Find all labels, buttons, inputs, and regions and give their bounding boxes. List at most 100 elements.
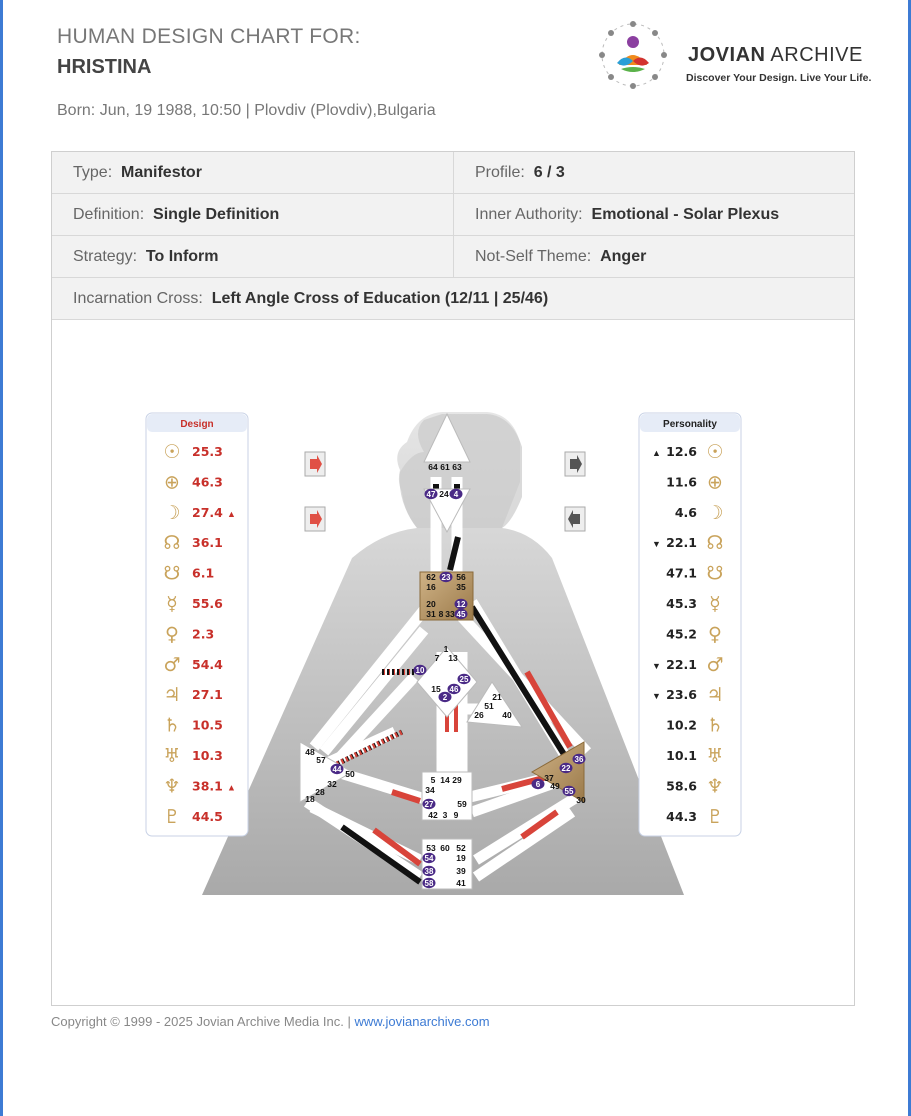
north-node-icon: ☊ (707, 532, 724, 554)
planet-value: 22.1 (666, 657, 697, 672)
gate-number: 3 (443, 810, 448, 820)
ego-center (466, 681, 523, 728)
active-gate-marker (454, 598, 468, 610)
moon-icon: ☽ (163, 502, 180, 524)
personality-row: 47.1☋ (666, 563, 723, 585)
gate-number: 50 (345, 769, 355, 779)
gate-number: 33 (445, 609, 455, 619)
active-gate-marker (559, 762, 573, 774)
mars-icon: ♂ (163, 654, 180, 676)
mercury-icon: ☿ (166, 593, 178, 615)
gate-number: 23 (442, 573, 451, 582)
gate-number: 61 (440, 462, 450, 472)
active-gate-marker (439, 571, 453, 583)
gate-number: 16 (426, 582, 436, 592)
gate-number: 59 (457, 799, 467, 809)
planet-value: 23.6 (666, 687, 697, 702)
pluto-icon: ♇ (706, 806, 723, 828)
active-gate-marker (330, 763, 344, 775)
active-gate-marker (449, 488, 463, 500)
gate-number: 18 (305, 794, 315, 804)
fixing-mark: ▼ (652, 539, 661, 549)
design-row: ♆38.1▲ (163, 775, 235, 797)
gate-number: 36 (575, 755, 584, 764)
gate-number: 21 (492, 692, 502, 702)
personality-row: 45.3☿ (666, 593, 721, 615)
gate-number: 13 (448, 653, 458, 663)
active-gate-marker (438, 691, 452, 703)
personality-row: 11.6⊕ (666, 471, 723, 493)
gate-number: 40 (502, 710, 512, 720)
person-name: HRISTINA (57, 56, 152, 78)
info-row-strategy: Strategy: To Inform Not-Self Theme: Ange… (52, 236, 854, 278)
saturn-icon: ♄ (163, 715, 180, 737)
spleen-center (299, 741, 354, 803)
footer: Copyright © 1999 - 2025 Jovian Archive M… (51, 1014, 490, 1029)
design-row: ☉25.3 (163, 441, 222, 463)
arrow-icons (304, 451, 586, 532)
planet-value: 27.4 (192, 505, 223, 520)
gate-number: 30 (576, 795, 586, 805)
active-gate-marker (422, 865, 436, 877)
logo-tagline: Discover Your Design. Live Your Life. (686, 72, 872, 84)
jovian-archive-logo (599, 21, 667, 89)
gate-number: 51 (484, 701, 494, 711)
strategy-cell: Strategy: To Inform (73, 248, 219, 265)
sun-icon: ☉ (163, 441, 180, 463)
gate-number: 8 (439, 609, 444, 619)
personality-row: ▼22.1♂ (652, 654, 724, 676)
gate-number: 58 (425, 879, 434, 888)
design-row: ♂54.4 (163, 654, 223, 676)
uranus-icon: ♅ (706, 745, 723, 767)
cross-cell: Incarnation Cross: Left Angle Cross of E… (73, 290, 549, 307)
personality-row: 45.2♀ (666, 623, 722, 645)
south-node-icon: ☋ (164, 563, 181, 585)
planet-value: 46.3 (192, 474, 223, 489)
gate-number: 32 (327, 779, 337, 789)
mercury-icon: ☿ (709, 593, 721, 615)
personality-row: 4.6☽ (675, 502, 724, 524)
active-gate-marker (424, 488, 438, 500)
gate-number: 41 (456, 878, 466, 888)
gate-number: 29 (452, 775, 462, 785)
planet-value: 6.1 (192, 566, 214, 581)
active-gate-marker (422, 877, 436, 889)
gate-number: 35 (456, 582, 466, 592)
planet-value: 10.3 (192, 748, 223, 763)
gate-number: 37 (544, 773, 554, 783)
jupiter-icon: ♃ (706, 684, 723, 706)
ajna-center (423, 488, 471, 534)
gate-number: 10 (416, 666, 425, 675)
gate-number: 27 (425, 800, 434, 809)
gate-number: 55 (565, 787, 574, 796)
gate-number: 39 (456, 866, 466, 876)
sacral-center (421, 771, 473, 821)
neptune-icon: ♆ (706, 775, 723, 797)
planet-value: 27.1 (192, 687, 223, 702)
active-gate-marker (457, 673, 471, 685)
gate-number: 20 (426, 599, 436, 609)
gate-number: 24 (439, 489, 449, 499)
gate-number: 19 (456, 853, 466, 863)
definition-cell: Definition: Single Definition (73, 206, 280, 223)
gate-number: 28 (315, 787, 325, 797)
gate-number: 42 (428, 810, 438, 820)
gate-number: 57 (316, 755, 326, 765)
gate-number: 25 (460, 675, 469, 684)
gate-number: 12 (457, 600, 466, 609)
mars-icon: ♂ (706, 654, 723, 676)
sun-icon: ☉ (706, 441, 723, 463)
south-node-icon: ☋ (707, 563, 724, 585)
fixing-mark: ▲ (652, 448, 661, 458)
website-link[interactable]: www.jovianarchive.com (354, 1014, 490, 1029)
jupiter-icon: ♃ (163, 684, 180, 706)
info-row-type: Type: Manifestor Profile: 6 / 3 (52, 152, 854, 194)
gate-number: 44 (333, 765, 342, 774)
gate-number: 2 (443, 693, 448, 702)
copyright-text: Copyright © 1999 - 2025 Jovian Archive M… (51, 1014, 351, 1029)
planet-value: 11.6 (666, 474, 697, 489)
head-center (423, 412, 471, 463)
gate-number: 9 (454, 810, 459, 820)
